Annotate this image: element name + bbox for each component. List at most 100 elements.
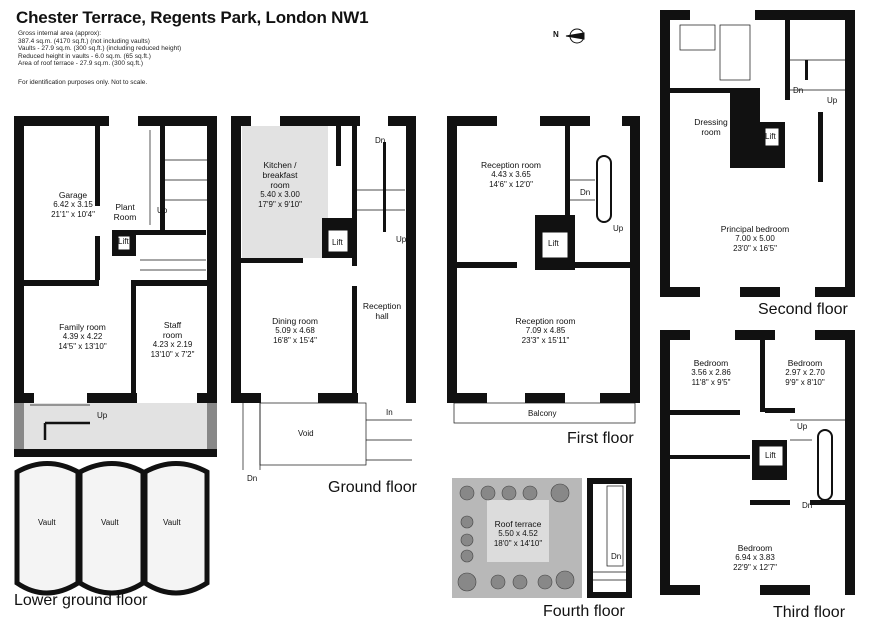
floor-label-third: Third floor bbox=[773, 604, 846, 621]
room-kitchen: Kitchen / breakfast room 5.40 x 3.00 17'… bbox=[245, 160, 315, 210]
room-name: Reception room bbox=[480, 160, 541, 170]
room-name: Principal bedroom bbox=[720, 224, 790, 234]
third-floor-plan bbox=[660, 330, 855, 595]
room-bedroom: Bedroom 2.97 x 2.70 9'9" x 8'10" bbox=[770, 358, 840, 388]
stair-down-label: Dn bbox=[611, 552, 622, 561]
room-dim-metric: 4.43 x 3.65 bbox=[491, 170, 531, 179]
room-dim-imperial: 14'5" x 13'10" bbox=[58, 342, 107, 351]
room-reception: Reception room 7.09 x 4.85 23'3" x 15'11… bbox=[498, 316, 593, 346]
room-name: Bedroom bbox=[737, 543, 773, 553]
stair-down-label: Dn bbox=[247, 474, 258, 483]
lift-label: Lift bbox=[332, 238, 343, 247]
first-floor-plan bbox=[447, 116, 640, 424]
room-name: Reception room bbox=[515, 316, 576, 326]
room-reception-hall: Reception hall bbox=[360, 301, 404, 321]
lower-ground-floor-plan bbox=[14, 116, 217, 596]
floor-label-lower-ground: Lower ground floor bbox=[14, 592, 148, 609]
room-dim-imperial: 14'6" x 12'0" bbox=[489, 180, 533, 189]
room-name: Plant bbox=[115, 202, 135, 212]
compass-label: N bbox=[553, 30, 559, 39]
room-dim-imperial: 13'10" x 7'2" bbox=[150, 350, 195, 359]
room-dim-imperial: 23'3" x 15'11" bbox=[521, 336, 570, 345]
room-dim-imperial: 17'9" x 9'10" bbox=[258, 200, 302, 209]
room-plant: Plant Room bbox=[110, 202, 140, 222]
room-dim-imperial: 22'9" x 12'7" bbox=[733, 563, 777, 572]
stair-up-label: Up bbox=[827, 96, 838, 105]
room-name: Dining room bbox=[272, 316, 318, 326]
room-dressing: Dressing room bbox=[686, 117, 736, 137]
stair-up-label: Up bbox=[797, 422, 808, 431]
room-name: Kitchen / bbox=[263, 160, 297, 170]
room-dim-metric: 7.00 x 5.00 bbox=[735, 234, 775, 243]
room-bedroom: Bedroom 6.94 x 3.83 22'9" x 12'7" bbox=[710, 543, 800, 573]
room-dim-imperial: 18'0" x 14'10" bbox=[493, 539, 543, 548]
ground-floor-plan bbox=[231, 116, 416, 470]
stair-down-label: Dn bbox=[793, 86, 804, 95]
room-dim-imperial: 21'1" x 10'4" bbox=[51, 210, 95, 219]
room-dim-metric: 2.97 x 2.70 bbox=[785, 368, 825, 377]
spec-line: Vaults - 27.9 sq.m. (300 sq.ft.) (includ… bbox=[18, 45, 182, 53]
roof-terrace: Roof terrace 5.50 x 4.52 18'0" x 14'10" bbox=[488, 519, 548, 549]
room-dim-metric: 5.50 x 4.52 bbox=[498, 529, 538, 538]
stair-up-label: Up bbox=[157, 206, 168, 215]
room-name: hall bbox=[375, 311, 389, 321]
room-dim-metric: 6.94 x 3.83 bbox=[735, 553, 775, 562]
lift-label: Lift bbox=[118, 237, 129, 246]
room-family: Family room 4.39 x 4.22 14'5" x 13'10" bbox=[30, 322, 135, 352]
room-dim-metric: 5.09 x 4.68 bbox=[275, 326, 315, 335]
disclaimer: For identification purposes only. Not to… bbox=[18, 79, 148, 86]
stair-down-label: Dn bbox=[580, 188, 591, 197]
second-floor-plan bbox=[660, 10, 855, 297]
room-dim-metric: 3.56 x 2.86 bbox=[691, 368, 731, 377]
room-dim-imperial: 23'0" x 16'5" bbox=[733, 244, 777, 253]
room-name: Dressing bbox=[694, 117, 728, 127]
fourth-floor-plan bbox=[452, 478, 632, 598]
room-name: room bbox=[162, 330, 183, 340]
room-dim-imperial: 9'9" x 8'10" bbox=[785, 378, 825, 387]
spec-line: Area of roof terrace - 27.9 sq.m. (300 s… bbox=[18, 60, 143, 68]
balcony-label: Balcony bbox=[528, 409, 557, 418]
room-name: Bedroom bbox=[787, 358, 823, 368]
room-dim-metric: 4.39 x 4.22 bbox=[62, 332, 103, 341]
room-name: Room bbox=[113, 212, 137, 222]
room-dim-metric: 7.09 x 4.85 bbox=[525, 326, 566, 335]
room-name: Reception bbox=[362, 301, 402, 311]
lift-label: Lift bbox=[765, 132, 776, 141]
room-name: room bbox=[270, 180, 290, 190]
room-dim-metric: 5.40 x 3.00 bbox=[260, 190, 300, 199]
room-principal-bedroom: Principal bedroom 7.00 x 5.00 23'0" x 16… bbox=[705, 224, 805, 254]
stair-down-label: Dn bbox=[375, 136, 386, 145]
room-reception: Reception room 4.43 x 3.65 14'6" x 12'0" bbox=[470, 160, 552, 190]
stair-up-label: Up bbox=[613, 224, 624, 233]
room-name: Bedroom bbox=[693, 358, 729, 368]
page-title: Chester Terrace, Regents Park, London NW… bbox=[16, 8, 369, 27]
floor-label-fourth: Fourth floor bbox=[543, 603, 625, 620]
room-bedroom: Bedroom 3.56 x 2.86 11'8" x 9'5" bbox=[672, 358, 750, 388]
lift-label: Lift bbox=[765, 451, 776, 460]
void-label: Void bbox=[298, 429, 314, 438]
room-name: room bbox=[701, 127, 721, 137]
room-name: Staff bbox=[163, 320, 182, 330]
spec-line: 387.4 sq.m. (4170 sq.ft.) (not including… bbox=[18, 37, 150, 45]
floor-label-ground: Ground floor bbox=[328, 479, 417, 496]
room-staff: Staff room 4.23 x 2.19 13'10" x 7'2" bbox=[140, 320, 205, 360]
spec-line: Reduced height in vaults - 6.0 sq.m. (65… bbox=[18, 52, 151, 60]
room-dim-metric: 6.42 x 3.15 bbox=[53, 200, 93, 209]
room-name: breakfast bbox=[262, 170, 298, 180]
room-dining: Dining room 5.09 x 4.68 16'8" x 15'4" bbox=[255, 316, 335, 346]
room-vault: Vault bbox=[38, 518, 56, 527]
room-vault: Vault bbox=[101, 518, 119, 527]
area-specs: Gross internal area (approx): 387.4 sq.m… bbox=[18, 30, 181, 68]
stair-up-label: Up bbox=[396, 235, 407, 244]
room-name: Family room bbox=[59, 322, 106, 332]
stair-down-label: Dn bbox=[802, 501, 813, 510]
stair-up-label: Up bbox=[97, 411, 108, 420]
room-vault: Vault bbox=[163, 518, 181, 527]
room-dim-imperial: 11'8" x 9'5" bbox=[691, 378, 731, 387]
room-name: Roof terrace bbox=[494, 519, 542, 529]
room-garage: Garage 6.42 x 3.15 21'1" x 10'4" bbox=[38, 190, 108, 220]
room-name: Garage bbox=[58, 190, 88, 200]
room-dim-metric: 4.23 x 2.19 bbox=[152, 340, 193, 349]
compass-icon bbox=[565, 28, 585, 44]
